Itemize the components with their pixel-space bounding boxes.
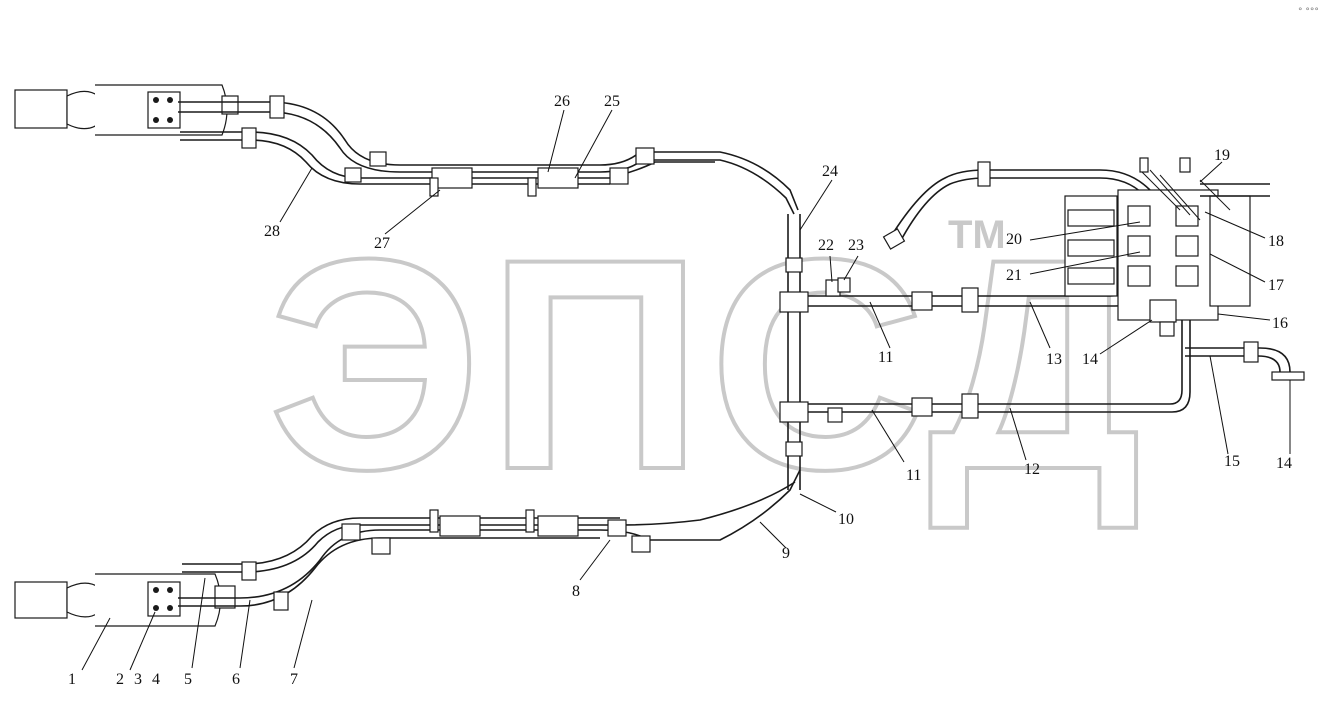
upper-bracket-26	[527, 177, 537, 197]
callout-23: 23	[848, 237, 864, 254]
upper-cylinder-port	[221, 95, 239, 115]
callout-1: 1	[68, 671, 76, 688]
upper-cylinder-end-block	[14, 89, 68, 129]
fitting	[827, 407, 843, 423]
lower-clamp	[537, 515, 579, 537]
fitting	[371, 537, 391, 555]
fitting	[369, 151, 387, 167]
callout-20: 20	[1006, 231, 1022, 248]
fitting	[344, 167, 362, 183]
callout-11b: 11	[906, 467, 921, 484]
fitting	[341, 523, 361, 541]
clamp	[961, 393, 979, 419]
valve-block	[1064, 157, 1270, 337]
callout-17: 17	[1268, 277, 1284, 294]
callout-14b: 14	[1276, 455, 1292, 472]
valve-spool	[1127, 235, 1151, 257]
upper-clamp-25	[537, 167, 579, 189]
callout-15: 15	[1224, 453, 1240, 470]
vertical-manifold	[779, 214, 809, 490]
pipe-stub	[1139, 157, 1149, 173]
callout-7: 7	[290, 671, 298, 688]
fitting	[785, 441, 803, 457]
callout-21: 21	[1006, 267, 1022, 284]
fitting	[882, 228, 906, 250]
valve-spool	[1175, 235, 1199, 257]
fitting-23	[837, 277, 851, 293]
lower-cylinder-clamp	[147, 581, 181, 617]
watermark-tm: TM	[948, 213, 1006, 257]
plate-slot	[1067, 267, 1115, 285]
leader-lines	[81, 109, 1291, 671]
fitting	[1243, 341, 1259, 363]
valve-fitting-14	[1149, 299, 1177, 323]
callout-labels: 1 2 3 4 5 6 7 8 9 10 11 11 12 13 14 14 1…	[68, 93, 1292, 688]
callout-26: 26	[554, 93, 570, 110]
lower-cylinder-port	[214, 585, 236, 609]
lower-clamp	[439, 515, 481, 537]
callout-27: 27	[374, 235, 390, 252]
clamp	[911, 397, 933, 417]
callout-18: 18	[1268, 233, 1284, 250]
callout-10: 10	[838, 511, 854, 528]
callout-11a: 11	[878, 349, 893, 366]
outlet-flange-14	[1271, 371, 1305, 381]
fitting	[631, 535, 651, 553]
lower-bracket	[525, 509, 535, 533]
fitting	[269, 95, 285, 119]
callout-4: 4	[152, 671, 160, 688]
fitting	[635, 147, 655, 165]
lower-cylinder-end-block	[14, 581, 68, 619]
valve-fitting	[1159, 321, 1175, 337]
callout-13: 13	[1046, 351, 1062, 368]
fitting	[607, 519, 627, 537]
callout-6: 6	[232, 671, 240, 688]
upper-cylinder-clamp	[147, 91, 181, 129]
lower-bracket	[429, 509, 439, 533]
callout-12: 12	[1024, 461, 1040, 478]
tee-block-upper	[779, 291, 809, 313]
valve-side-block	[1209, 195, 1251, 307]
valve-spool	[1127, 265, 1151, 287]
callout-5: 5	[184, 671, 192, 688]
plate-slot	[1067, 239, 1115, 257]
plate-slot	[1067, 209, 1115, 227]
corner-mark: ° °°°	[1298, 7, 1319, 17]
callout-3: 3	[134, 671, 142, 688]
fitting	[241, 127, 257, 149]
upper-cylinder	[14, 84, 239, 136]
tee-block-lower	[779, 401, 809, 423]
callout-24: 24	[822, 163, 838, 180]
lower-cylinder	[14, 573, 236, 627]
pipe-stub	[1179, 157, 1191, 173]
valve-spool	[1175, 265, 1199, 287]
callout-25: 25	[604, 93, 620, 110]
upper-pipes	[178, 95, 799, 215]
outlet-pipe	[1185, 341, 1305, 381]
callout-2: 2	[116, 671, 124, 688]
valve-spool	[1127, 205, 1151, 227]
fitting	[273, 591, 289, 611]
clamp	[911, 291, 933, 311]
callout-8: 8	[572, 583, 580, 600]
fitting	[977, 161, 991, 187]
callout-19: 19	[1214, 147, 1230, 164]
lower-pipes	[178, 469, 801, 611]
callout-16: 16	[1272, 315, 1288, 332]
callout-28: 28	[264, 223, 280, 240]
watermark-text: ЭПСД	[268, 196, 1147, 532]
upper-bracket-27	[429, 177, 439, 197]
horizontal-pipes	[808, 277, 1191, 423]
watermark: ЭПСД TM	[266, 194, 1147, 534]
callout-22: 22	[818, 237, 834, 254]
upper-right-pipe	[882, 161, 1151, 250]
callout-14a: 14	[1082, 351, 1098, 368]
callout-9: 9	[782, 545, 790, 562]
fitting	[241, 561, 257, 581]
fitting	[609, 167, 629, 185]
clamp	[961, 287, 979, 313]
fitting	[785, 257, 803, 273]
